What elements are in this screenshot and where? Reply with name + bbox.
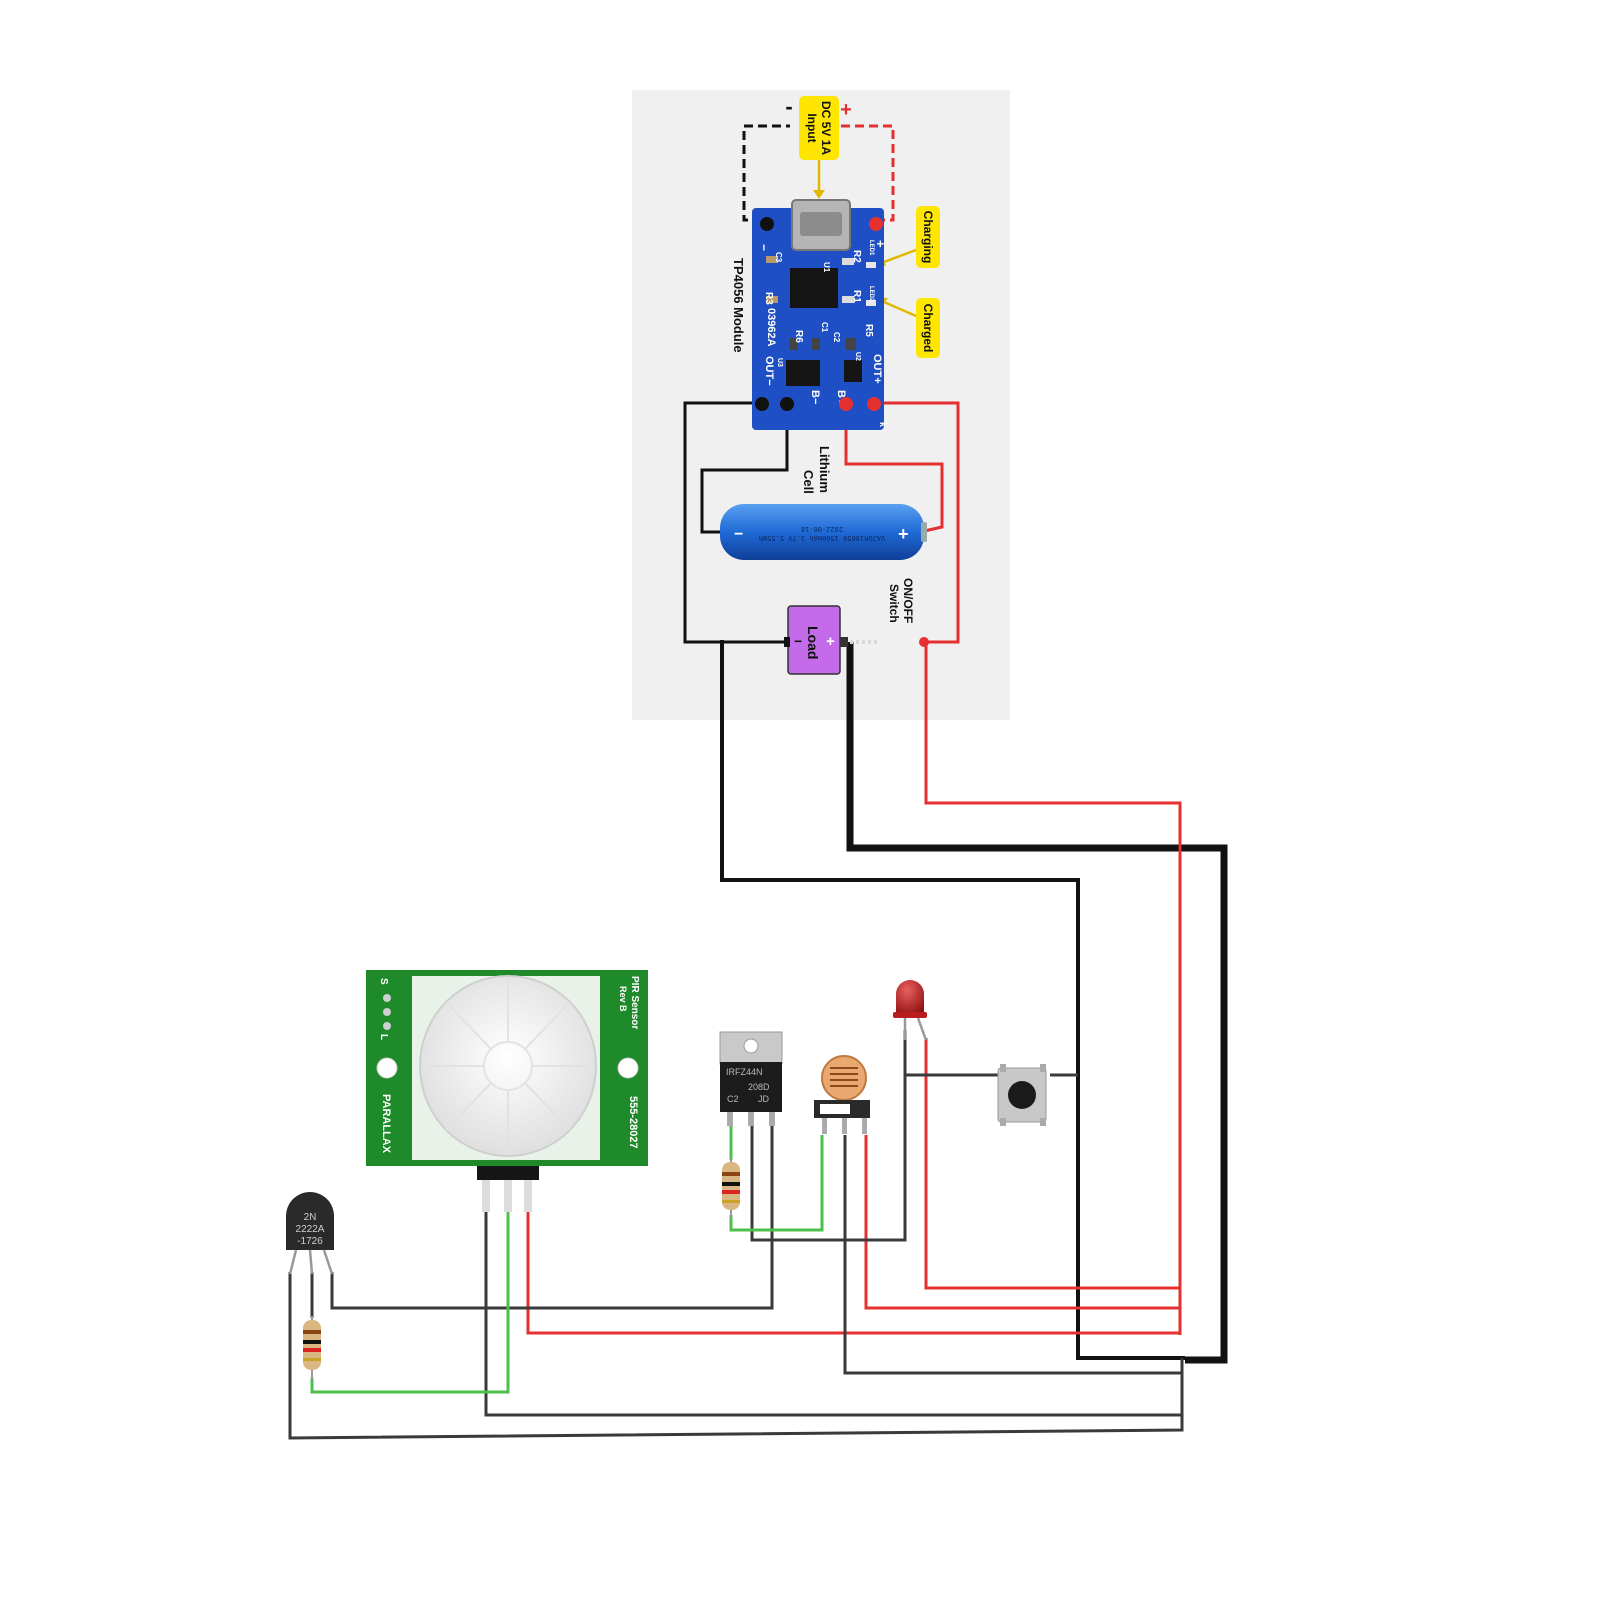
pad-out-minus	[755, 397, 769, 411]
svg-text:Charging: Charging	[921, 211, 935, 264]
battery-minus: −	[734, 526, 743, 543]
pir-brand: PARALLAX	[380, 1094, 392, 1154]
mosfet-irfz44n: IRFZ44N 208D JD C2	[719, 1031, 783, 1126]
main-ground-wire	[720, 640, 1185, 1360]
push-button-cap[interactable]	[1008, 1081, 1036, 1109]
svg-text:U1: U1	[822, 262, 831, 273]
ldr-signal-wire	[729, 1135, 824, 1232]
ldr-ground-wire	[843, 1135, 1182, 1375]
ldr-sensor	[814, 1055, 870, 1134]
battery-label-line2: Cell	[801, 470, 816, 494]
battery-label-line1: Lithium	[817, 446, 832, 493]
input-minus-label: -	[785, 94, 792, 119]
pad-b-minus	[780, 397, 794, 411]
battery-positive-wire	[844, 403, 944, 534]
pad-input-minus	[760, 217, 774, 231]
load-minus: −	[794, 633, 802, 649]
tp4056-module: R2 R1 R3 R6 R5 C3 C1 C2 LED1 LED2 U1 U2 …	[731, 199, 888, 430]
battery-print-1: VAJOR18650 1500mAh 3.7V 5.55Wh	[759, 534, 885, 542]
led-power-wire	[924, 1038, 1180, 1290]
transistor-label-1: 2N	[304, 1212, 317, 1223]
pir-header	[477, 1166, 539, 1180]
ldr-power-wire	[864, 1135, 1180, 1310]
pad-b-plus	[839, 397, 853, 411]
charger-ic	[790, 268, 838, 308]
pir-signal-wire	[310, 1212, 510, 1394]
load-positive-terminal	[840, 637, 848, 647]
part-code-label: 03962A	[765, 308, 777, 347]
dc-input-label: DC 5V 1A Input	[799, 96, 839, 199]
pir-title-1: PIR Sensor	[629, 976, 640, 1029]
svg-text:C1: C1	[820, 322, 829, 333]
pad-minus-label: −	[757, 244, 771, 251]
dc-input-label-line2: Input	[805, 113, 819, 142]
transistor-collector-wire	[330, 1124, 774, 1310]
pir-ground-wire	[484, 1212, 1182, 1417]
gate-resistor	[722, 1158, 740, 1218]
transistor-2n2222a: 2N 2222A -1726	[286, 1192, 334, 1275]
battery-plus: +	[898, 524, 909, 544]
pad-input-plus	[869, 217, 883, 231]
switch-label-line1: ON/OFF	[901, 578, 915, 623]
battery-print-2: 2022-06-18	[801, 525, 843, 533]
svg-text:U2: U2	[854, 352, 861, 361]
corner-k-label: k	[878, 422, 888, 428]
lithium-battery: − + VAJOR18650 1500mAh 3.7V 5.55Wh 2022-…	[720, 504, 927, 560]
mosfet-label-4: C2	[727, 1094, 739, 1104]
svg-text:C2: C2	[832, 332, 841, 343]
input-plus-label: +	[840, 99, 852, 121]
svg-text:U3: U3	[776, 358, 783, 367]
wires	[288, 124, 1228, 1440]
load-output-wire	[846, 642, 1228, 1364]
out-negative-wire	[683, 401, 788, 644]
charged-label: Charged	[878, 298, 940, 358]
input-positive-wire	[835, 124, 895, 222]
transistor-label-2: 2222A	[296, 1224, 325, 1235]
transistor-emitter-wire	[288, 1272, 1184, 1440]
b-minus-label: B−	[809, 390, 821, 404]
svg-text:R1: R1	[851, 290, 862, 303]
battery-negative-wire	[700, 403, 789, 534]
pad-plus-label: +	[873, 240, 888, 248]
mosfet-label-1: IRFZ44N	[726, 1067, 763, 1077]
out-positive-wire	[874, 401, 960, 644]
pir-pin-s: S	[378, 978, 389, 985]
pad-out-plus	[867, 397, 881, 411]
pir-pin-l: L	[378, 1034, 389, 1040]
svg-text:C3: C3	[774, 252, 783, 263]
push-button[interactable]	[997, 1064, 1047, 1126]
svg-text:R6: R6	[793, 330, 804, 343]
load-plus: +	[826, 633, 835, 650]
svg-text:LED1: LED1	[868, 240, 874, 256]
out-minus-label: OUT−	[763, 356, 775, 386]
on-off-switch[interactable]	[919, 637, 929, 647]
svg-text:R3: R3	[763, 292, 774, 305]
red-led	[893, 980, 928, 1041]
pir-title-2: Rev B	[618, 986, 628, 1012]
mosfet-source-wire	[750, 1075, 907, 1242]
out-plus-label: OUT+	[871, 354, 883, 384]
protection-ic	[786, 360, 820, 386]
load-block: Load − +	[787, 605, 841, 675]
svg-text:Charged: Charged	[921, 304, 935, 353]
load-negative-terminal	[784, 637, 790, 647]
svg-text:R5: R5	[863, 324, 874, 337]
mosfet-label-3: JD	[758, 1094, 770, 1104]
svg-text:LED2: LED2	[868, 286, 874, 302]
base-resistor	[303, 1316, 321, 1380]
dc-input-label-line1: DC 5V 1A	[819, 101, 833, 155]
led-button-wire	[903, 1030, 1000, 1077]
transistor-label-3: -1726	[297, 1236, 323, 1247]
switch-output-wire	[924, 644, 1182, 1335]
mosfet-label-2: 208D	[748, 1082, 770, 1092]
svg-text:R2: R2	[851, 250, 862, 263]
pir-part-no: 555-28027	[627, 1096, 639, 1149]
tp4056-module-label: TP4056 Module	[731, 258, 746, 353]
switch-label-line2: Switch	[887, 584, 901, 623]
load-label: Load	[805, 626, 821, 659]
pir-power-wire	[526, 1212, 1180, 1335]
pir-sensor: S L PARALLAX PIR Sensor Rev B 555-28027	[366, 970, 648, 1212]
